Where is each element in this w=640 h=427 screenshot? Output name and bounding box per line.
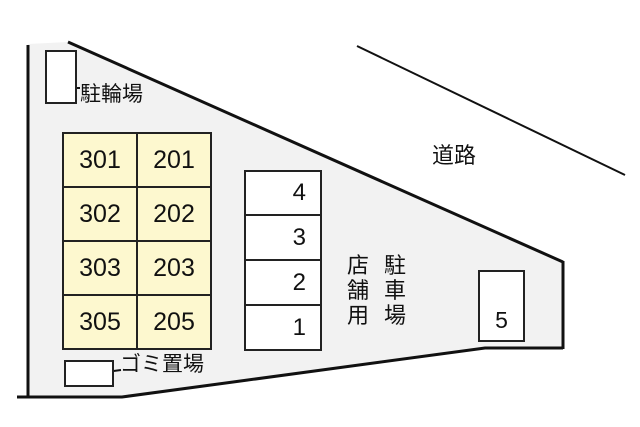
store-parking-label-col1: 店 舗 用 [346, 254, 370, 329]
unit-303: 303 [62, 240, 138, 296]
unit-302: 302 [62, 186, 138, 242]
char: 駐 [383, 254, 406, 279]
parking-slot-4: 4 [244, 170, 322, 216]
char: 舗 [346, 279, 369, 304]
bicycle-parking-label: 駐輪場 [80, 82, 143, 106]
parking-slot-5: 5 [478, 270, 525, 342]
road-label: 道路 [432, 144, 477, 169]
parking-slot-3: 3 [244, 214, 322, 261]
unit-301: 301 [62, 132, 138, 188]
bottom-boundary-line [17, 346, 563, 399]
char: 車 [383, 279, 406, 304]
unit-202: 202 [136, 186, 212, 242]
char: 店 [346, 254, 369, 279]
bicycle-parking-box [45, 50, 77, 104]
unit-203: 203 [136, 240, 212, 296]
garbage-area-label: ゴミ置場 [120, 352, 204, 376]
parking-slot-1: 1 [244, 304, 322, 351]
char: 場 [383, 304, 406, 329]
char: 用 [346, 304, 369, 329]
unit-205: 205 [136, 294, 212, 350]
parking-slot-2: 2 [244, 259, 322, 306]
unit-305: 305 [62, 294, 138, 350]
top-boundary-line [67, 40, 564, 264]
parking-slot-5-label: 5 [495, 307, 508, 333]
unit-201: 201 [136, 132, 212, 188]
road-edge-line [356, 45, 626, 176]
store-parking-label-col2: 駐 車 場 [383, 254, 407, 329]
garbage-area-box [64, 360, 114, 387]
